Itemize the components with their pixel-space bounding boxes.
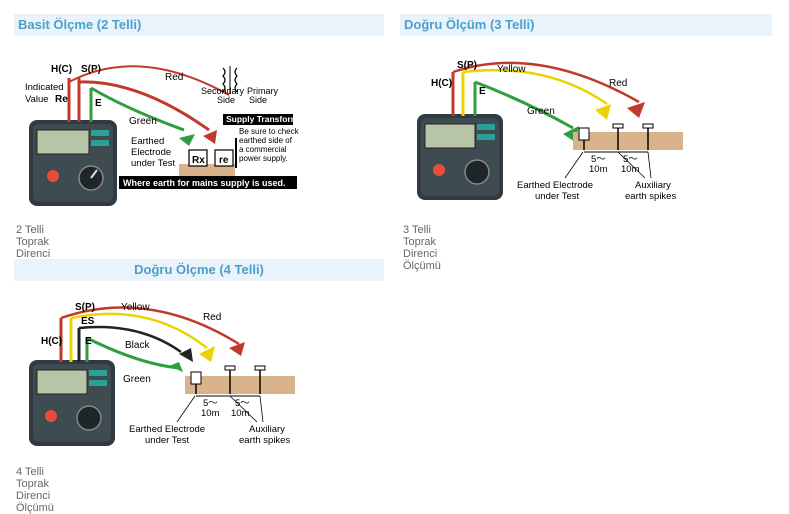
label-hc: H(C) [41, 336, 62, 347]
label-note-4: power supply. [239, 154, 288, 163]
label-hc: H(C) [51, 64, 72, 75]
caption: 3 Telli Toprak Direnci Ölçümü [403, 224, 441, 272]
label-red: Red [165, 72, 183, 83]
label-distance-2b: 10m [621, 164, 640, 175]
label-earthed-2: under Test [145, 435, 190, 446]
label-green: Green [123, 374, 151, 385]
label-primary: Primary [247, 86, 278, 96]
label-secondary: Secondary [201, 86, 245, 96]
label-re-box: re [219, 155, 229, 166]
label-distance-2b: 10m [231, 408, 250, 419]
label-black: Black [125, 340, 150, 351]
label-note-2: earthed side of [239, 136, 293, 145]
label-distance-2a: 5～ [623, 154, 638, 165]
label-distance-1b: 10m [201, 408, 220, 419]
label-earthed-2: Electrode [131, 147, 171, 158]
label-sp: S(P) [457, 60, 477, 71]
label-e: E [85, 336, 92, 347]
label-note-1: Be sure to check [239, 127, 300, 136]
label-aux-2: earth spikes [239, 435, 290, 446]
label-rx: Rx [192, 155, 205, 166]
diagram-2-wire: H(C) S(P) E Indicated Value Re Red Green… [19, 50, 307, 211]
label-green: Green [527, 106, 555, 117]
label-e: E [479, 86, 486, 97]
label-distance-1a: 5～ [591, 154, 606, 165]
label-note-3: a commercial [239, 145, 287, 154]
label-sp: S(P) [75, 302, 95, 313]
caption: 4 Telli Toprak Direnci Ölçümü [16, 466, 54, 514]
label-earthed-3: under Test [131, 158, 176, 169]
label-sp: S(P) [81, 64, 101, 75]
section-title: Doğru Ölçüm (3 Telli) [400, 14, 772, 36]
label-side-1: Side [217, 95, 235, 105]
warning-banner: Where earth for mains supply is used. [123, 178, 286, 188]
label-green: Green [129, 116, 157, 127]
label-earthed-1: Earthed Electrode [129, 424, 205, 435]
label-supply-transformer: Supply Transformer [226, 114, 301, 124]
earth-tester-meter [29, 360, 115, 446]
label-earthed-2: under Test [535, 191, 580, 202]
label-hc: H(C) [431, 78, 452, 89]
diagram-4-wire: H(C) S(P) ES E Yellow Red Black Green 5～… [19, 294, 301, 454]
label-aux-1: Auxiliary [249, 424, 285, 435]
diagram-2-wire-svg: H(C) S(P) E Indicated Value Re Red Green… [19, 50, 307, 211]
label-e: E [95, 98, 102, 109]
label-yellow: Yellow [497, 64, 526, 75]
diagram-3-wire: H(C) S(P) E Yellow Red Green 5～ 10m 5～ 1… [407, 52, 689, 210]
earth-tester-meter [417, 114, 503, 200]
label-yellow: Yellow [121, 302, 150, 313]
label-distance-2a: 5～ [235, 398, 250, 409]
label-side-2: Side [249, 95, 267, 105]
diagram-3-wire-svg: H(C) S(P) E Yellow Red Green 5～ 10m 5～ 1… [407, 52, 689, 210]
label-value: Value [25, 94, 49, 105]
label-red: Red [203, 312, 221, 323]
earth-tester-meter [29, 120, 117, 206]
supply-transformer-symbol [222, 66, 238, 94]
diagram-4-wire-svg: H(C) S(P) ES E Yellow Red Black Green 5～… [19, 294, 301, 454]
label-distance-1a: 5～ [203, 398, 218, 409]
label-earthed-1: Earthed [131, 136, 164, 147]
label-earthed-1: Earthed Electrode [517, 180, 593, 191]
label-indicated: Indicated [25, 82, 64, 93]
label-es: ES [81, 316, 95, 327]
label-distance-1b: 10m [589, 164, 608, 175]
label-red: Red [609, 78, 627, 89]
label-re: Re [55, 94, 68, 105]
label-aux-2: earth spikes [625, 191, 676, 202]
label-aux-1: Auxiliary [635, 180, 671, 191]
section-title: Doğru Ölçme (4 Telli) [14, 259, 384, 281]
section-title: Basit Ölçme (2 Telli) [14, 14, 384, 36]
